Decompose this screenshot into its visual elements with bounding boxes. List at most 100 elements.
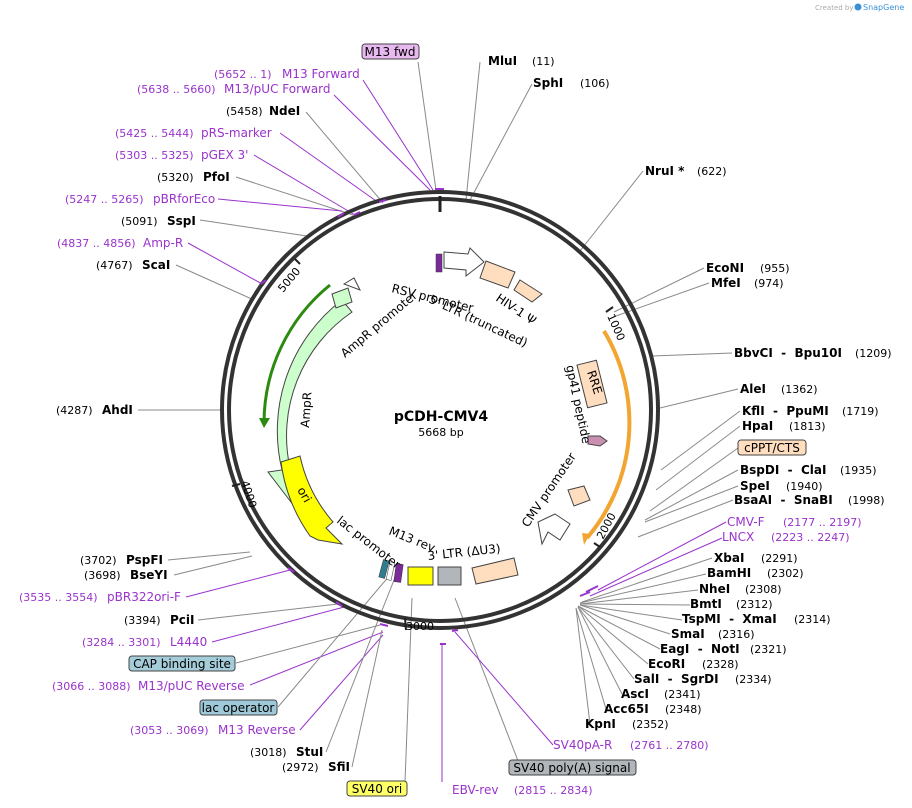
sfii-name: SfiI	[328, 760, 350, 774]
mlui-coord: (11)	[532, 55, 555, 68]
lac-promoter-label: lac promoter	[334, 513, 403, 571]
scai-name: ScaI	[142, 258, 170, 272]
lac-operator-feature	[385, 561, 396, 581]
pcii-coord: (3394)	[124, 614, 161, 627]
scai-coord: (4767)	[96, 259, 133, 272]
xbai-coord: (2291)	[761, 552, 798, 565]
tick-label-5000: 5000	[275, 265, 303, 295]
m13-puc-forward-name: M13/pUC Forward	[224, 82, 331, 96]
econi-coord: (955)	[760, 262, 790, 275]
lncx-coord: (2223 .. 2247)	[771, 531, 850, 544]
bspdi-coord: (1935)	[840, 464, 877, 477]
pbr322ori-name: pBR322ori-F	[107, 590, 181, 604]
bamhi-name: BamHI	[707, 566, 751, 580]
sv40pa-r-coord: (2761 .. 2780)	[630, 739, 709, 752]
acc65i-coord: (2348)	[665, 703, 702, 716]
sali-coord: (2334)	[735, 673, 772, 686]
bbvci-name: BbvCI - Bpu10I	[734, 346, 842, 360]
m13-forward-coord: (5652 .. 1)	[214, 68, 272, 81]
pbr322ori-coord: (3535 .. 3554)	[19, 591, 98, 604]
ecori-coord: (2328)	[702, 658, 739, 671]
pspfi-name: PspFI	[126, 553, 163, 567]
primer-site-marks	[260, 188, 599, 645]
plasmid-name: pCDH-CMV4	[394, 409, 488, 425]
tspmi-coord: (2314)	[794, 613, 831, 626]
created-by-text: Created by	[815, 4, 854, 12]
ltr3-feature	[471, 557, 519, 585]
eagi-coord: (2321)	[750, 643, 787, 656]
ahdi-name: AhdI	[102, 403, 133, 417]
bsaai-coord: (1998)	[848, 494, 885, 507]
eagi-name: EagI - NotI	[660, 642, 740, 656]
m13-puc-reverse-name: M13/pUC Reverse	[138, 679, 245, 693]
plasmid-backbone	[220, 190, 660, 630]
econi-name: EcoNI	[706, 261, 744, 275]
feature-arcs	[259, 247, 632, 586]
amp-r-coord: (4837 .. 4856)	[57, 237, 136, 250]
prs-marker-name: pRS-marker	[201, 126, 272, 140]
hpai-coord: (1813)	[789, 420, 826, 433]
m13-fwd-badge	[361, 43, 420, 60]
nhei-coord: (2308)	[745, 583, 782, 596]
ori-feature	[280, 455, 344, 545]
pfoi-coord: (5320)	[157, 171, 194, 184]
right-labels: MluI (11) SphI (106) NruI * (622) EcoNI …	[346, 54, 892, 797]
alei-coord: (1362)	[781, 383, 818, 396]
ampr-promoter-feature	[331, 287, 353, 309]
sv40-polya-text: SV40 poly(A) signal	[513, 761, 630, 775]
bmti-coord: (2312)	[736, 598, 773, 611]
green-region-arc	[262, 283, 331, 425]
leader-lines-right	[465, 61, 741, 725]
gp41-feature	[587, 435, 608, 447]
cmv-promoter-feature	[537, 513, 571, 546]
bseyi-coord: (3698)	[84, 569, 121, 582]
cppt-feature	[567, 485, 591, 507]
pcii-name: PciI	[170, 613, 195, 627]
m13-fwd-badge-text: M13 fwd	[365, 45, 416, 59]
bseyi-name: BseYI	[130, 568, 168, 582]
amp-r-name: Amp-R	[143, 236, 183, 250]
alei-name: AleI	[740, 382, 766, 396]
sphi-coord: (106)	[580, 77, 610, 90]
ori-label: ori	[294, 485, 314, 506]
asci-name: AscI	[621, 687, 649, 701]
kfli-name: KflI - PpuMI	[742, 404, 829, 418]
ampr-label: AmpR	[298, 391, 314, 428]
sspi-coord: (5091)	[121, 215, 158, 228]
hpai-name: HpaI	[742, 419, 773, 433]
sfii-coord: (2972)	[282, 761, 319, 774]
m13-puc-forward-coord: (5638 .. 5660)	[137, 83, 216, 96]
rre-feature	[576, 359, 608, 409]
nhei-name: NheI	[699, 582, 730, 596]
spei-name: SpeI	[740, 479, 770, 493]
m13rev-label: M13 rev	[387, 524, 437, 555]
cap-binding-site-text: CAP binding site	[133, 657, 231, 671]
cap-feature	[378, 559, 390, 579]
bspdi-name: BspDI - ClaI	[740, 463, 826, 477]
ltr3-label: 3' LTR (ΔU3)	[427, 541, 501, 563]
stui-coord: (3018)	[250, 746, 287, 759]
tick-label-4000: 4000	[238, 479, 259, 510]
spei-coord: (1940)	[786, 480, 823, 493]
bmti-name: BmtI	[690, 597, 722, 611]
bamhi-coord: (2302)	[767, 567, 804, 580]
kpni-name: KpnI	[585, 717, 616, 731]
nrui-name: NruI *	[645, 164, 685, 178]
l4440-name: L4440	[170, 635, 207, 649]
m13-reverse-name: M13 Reverse	[218, 723, 296, 737]
rsv-promoter-feature	[443, 247, 485, 278]
asci-coord: (2341)	[664, 688, 701, 701]
stui-name: StuI	[296, 745, 323, 759]
lncx-name: LNCX	[722, 530, 754, 544]
sali-name: SalI - SgrDI	[634, 672, 719, 686]
ecori-name: EcoRI	[648, 657, 685, 671]
smai-name: SmaI	[671, 627, 705, 641]
sv40-polya-feature	[437, 566, 462, 586]
left-labels: M13 fwd (5652 .. 1) M13 Forward (5638 ..…	[19, 43, 420, 774]
cmv-f-name: CMV-F	[727, 515, 765, 529]
cppt-cts-badge	[737, 439, 807, 456]
acc65i-name: Acc65I	[604, 702, 649, 716]
pbrforeco-coord: (5247 .. 5265)	[65, 193, 144, 206]
cap-binding-site-badge	[128, 655, 236, 672]
